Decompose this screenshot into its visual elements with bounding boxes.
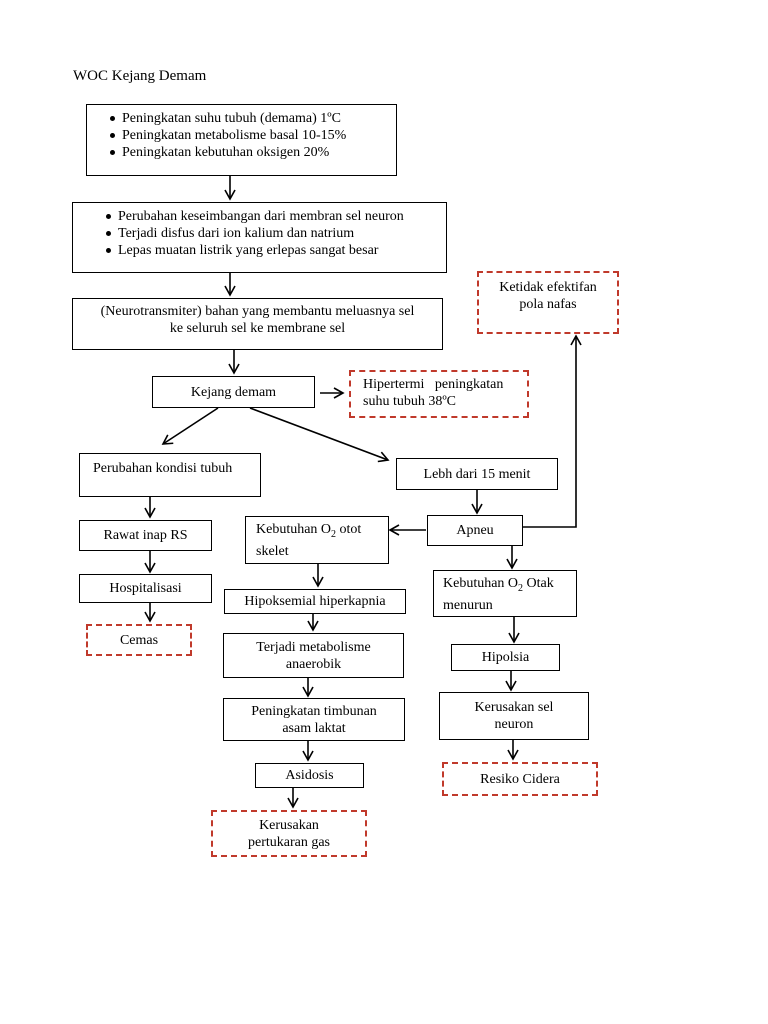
hipoksemia-box: Hipoksemial hiperkapnia [224,589,406,614]
arrow-kejang-lebih [249,407,390,463]
list-item: Peningkatan metabolisme basal 10-15% [108,127,396,144]
neuron-membrane-box: Perubahan keseimbangan dari membran sel … [72,202,447,273]
asidosis-box: Asidosis [255,763,364,788]
kerusakan-sel-neuron-box: Kerusakan sel neuron [439,692,589,740]
neurotransmitter-box: (Neurotransmiter) bahan yang membantu me… [72,298,443,350]
apneu-label: Apneu [456,523,494,538]
cemas-diagnosis-box: Cemas [86,624,192,656]
kebutuhan-o2-otak-line1: Kebutuhan O2 Otak [443,576,554,594]
list-item: Peningkatan suhu tubuh (demama) 1ºC [108,110,396,127]
kebutuhan-o2-otak-box: Kebutuhan O2 Otak menurun [433,570,577,617]
kejang-demam-label: Kejang demam [190,384,277,400]
perubahan-kondisi-box: Perubahan kondisi tubuh [79,453,261,497]
lebih-15-menit-label: Lebh dari 15 menit [423,466,531,482]
perubahan-kondisi-label: Perubahan kondisi tubuh [93,461,233,476]
pola-nafas-line2: pola nafas [519,297,577,312]
hospitalisasi-box: Hospitalisasi [79,574,212,603]
hipertermi-line1: Hipertermi peningkatan [363,377,504,392]
list-item: Peningkatan kebutuhan oksigen 20% [108,144,396,161]
timbunan-asam-laktat-box: Peningkatan timbunan asam laktat [223,698,405,741]
timbunan-line1: Peningkatan timbunan [251,703,377,719]
metabolisme-line1: Terjadi metabolisme [256,639,371,655]
rawat-inap-label: Rawat inap RS [103,528,188,543]
page-title: WOC Kejang Demam [73,68,207,84]
neurotransmitter-line1: (Neurotransmiter) bahan yang membantu me… [100,304,415,319]
hipolsia-label: Hipolsia [481,650,530,665]
arrow-apneu-ketidak [523,334,582,528]
hospitalisasi-label: Hospitalisasi [109,581,182,596]
arrow-kejang-perubahan [161,407,219,445]
kebutuhan-o2-otot-line1: Kebutuhan O2 otot [256,522,362,540]
metabolisme-line2: anaerobik [285,656,342,672]
list-item: Lepas muatan listrik yang erlepas sangat… [104,242,446,259]
pola-nafas-line1: Ketidak efektifan [499,280,597,295]
metabolisme-anaerobik-box: Terjadi metabolisme anaerobik [223,633,404,678]
hipoksemia-label: Hipoksemial hiperkapnia [244,594,386,609]
kerusakan-sel-line1: Kerusakan sel [474,700,554,715]
apneu-box: Apneu [427,515,523,546]
rawat-inap-box: Rawat inap RS [79,520,212,551]
asidosis-label: Asidosis [285,768,334,783]
neurotransmitter-line2: ke seluruh sel ke membrane sel [169,321,346,336]
pertukaran-line1: Kerusakan [259,817,319,833]
list-item: Terjadi disfus dari ion kalium dan natri… [104,225,446,242]
resiko-cidera-label: Resiko Cidera [480,771,560,787]
kebutuhan-o2-otot-line2: skelet [256,543,289,559]
list-item: Perubahan keseimbangan dari membran sel … [104,208,446,225]
pola-nafas-diagnosis-box: Ketidak efektifan pola nafas [477,271,619,334]
kebutuhan-o2-otot-box: Kebutuhan O2 otot skelet [245,516,389,564]
resiko-cidera-diagnosis-box: Resiko Cidera [442,762,598,796]
cemas-label: Cemas [119,632,159,648]
lebih-15-menit-box: Lebh dari 15 menit [396,458,558,490]
kejang-demam-box: Kejang demam [152,376,315,408]
kebutuhan-o2-otak-line2: menurun [443,597,493,613]
timbunan-line2: asam laktat [282,720,346,736]
kerusakan-sel-line2: neuron [494,717,534,732]
hipolsia-box: Hipolsia [451,644,560,671]
hipertermi-diagnosis-box: Hipertermi peningkatan suhu tubuh 38ºC [349,370,529,418]
hipertermi-line2: suhu tubuh 38ºC [363,394,457,409]
fever-effects-box: Peningkatan suhu tubuh (demama) 1ºC Peni… [86,104,397,176]
pertukaran-gas-diagnosis-box: Kerusakan pertukaran gas [211,810,367,857]
pertukaran-line2: pertukaran gas [247,834,331,850]
